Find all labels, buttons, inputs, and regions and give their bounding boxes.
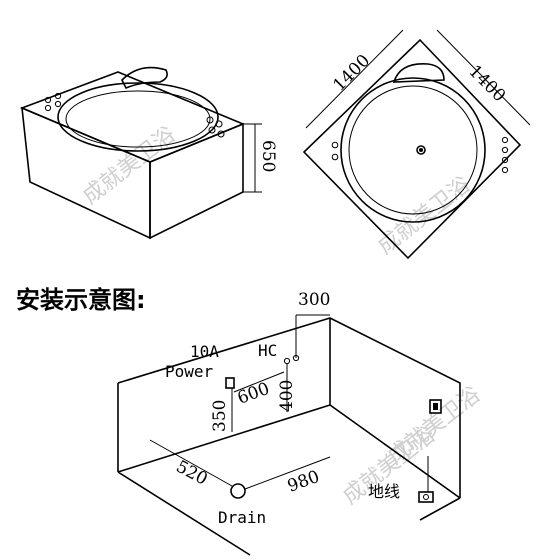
power-label: Power [165,362,214,381]
tub-plan-basin-inner [348,85,478,215]
side-b-length-label: 1400 [464,61,509,106]
hc-height-400-label: 400 [277,380,297,412]
drain-offset-980-label: 980 [285,467,322,497]
tub-height-label: 650 [258,140,278,172]
power-socket-icon [225,377,235,389]
drain-label: Drain [218,508,266,527]
hot-water-inlet-icon [283,357,291,365]
power-to-hc-600-label: 600 [235,379,272,409]
tub-plan-basin-outer [340,77,486,223]
power-height-350-label: 350 [210,400,230,432]
back-wall-outline [117,317,461,498]
tub-basin-rim [57,82,219,152]
ground-terminal-icon [418,491,434,503]
side-a-length-label: 1400 [329,51,374,96]
side-a-dimension-line [305,29,404,129]
tub-plan-drain [416,145,426,155]
hc-label: HC [258,341,277,360]
power-rating-label: 10A [190,342,219,361]
headrest-pillow [121,66,168,90]
control-buttons-right [206,116,225,138]
side-b-dimension-line [436,29,531,126]
tub-plan-outline [302,38,522,260]
ground-wire-label: 地线 [368,482,400,501]
section-title: 安装示意图: [16,286,146,314]
watermark: 成就美卫浴 [383,382,485,469]
control-buttons-left [44,92,62,112]
drain-offset-520-label: 520 [173,457,211,490]
tub-perspective-view: 650 [19,66,278,240]
drain-icon [230,483,246,499]
watermark: 成就美卫浴 [78,122,180,209]
plan-buttons-right [501,136,509,174]
tub-basin-inner [65,90,211,148]
installation-room-diagram: 10A Power 350 HC 400 600 300 520 980 Dra… [117,290,461,556]
tub-plan-pillow [392,63,445,83]
ground-box-icon [429,399,442,414]
plan-buttons-left [331,141,339,161]
watermark: 成就美卫浴 [373,172,475,259]
hc-offset-300-label: 300 [298,290,330,310]
floor-outline [117,404,461,499]
